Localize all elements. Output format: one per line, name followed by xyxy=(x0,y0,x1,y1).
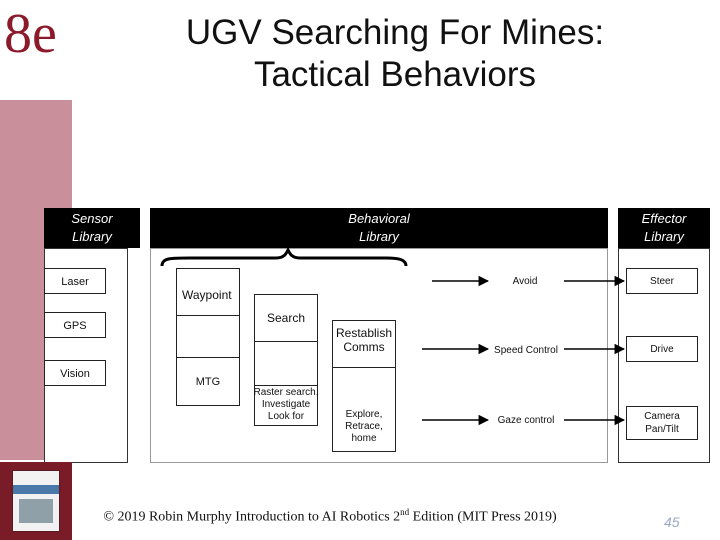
explore-label: Explore, Retrace, home xyxy=(345,409,383,444)
sensor-gps: GPS xyxy=(44,312,106,338)
raster-search-label: Raster search, Investigate Look for xyxy=(253,387,319,422)
slide-title: UGV Searching For Mines: Tactical Behavi… xyxy=(140,12,650,96)
effector-camera-label: Camera Pan/Tilt xyxy=(644,411,680,435)
effector-drive: Drive xyxy=(626,336,698,362)
effector-camera: Camera Pan/Tilt xyxy=(626,406,698,440)
effector-library-label: Effector Library xyxy=(641,211,687,244)
page-number: 45 xyxy=(664,514,680,530)
mtg-label: MTG xyxy=(195,376,221,388)
search-box xyxy=(254,294,318,426)
behavioral-library-label: Behavioral Library xyxy=(348,211,410,244)
behavioral-library-header: Behavioral Library xyxy=(150,208,608,248)
book-cover-picture xyxy=(19,499,53,523)
book-cover-band xyxy=(13,485,59,494)
footer-citation: © 2019 Robin Murphy Introduction to AI R… xyxy=(100,507,560,526)
waypoint-box xyxy=(176,268,240,406)
waypoint-divider-2 xyxy=(177,357,239,358)
search-label: Search xyxy=(266,311,306,325)
sensor-library-header: Sensor Library xyxy=(44,208,140,248)
footer-text-pre: © 2019 Robin Murphy Introduction to AI R… xyxy=(103,509,401,525)
avoid-label: Avoid xyxy=(512,276,538,287)
sensor-vision: Vision xyxy=(44,360,106,386)
sensor-laser: Laser xyxy=(44,268,106,294)
book-cover-image xyxy=(0,462,72,540)
speed-control-label: Speed Control xyxy=(494,345,558,356)
title-line-2: Tactical Behaviors xyxy=(253,55,537,94)
effector-library-header: Effector Library xyxy=(618,208,710,248)
waypoint-label: Waypoint xyxy=(182,288,232,302)
footer-text-post: Edition (MIT Press 2019) xyxy=(409,509,557,525)
gaze-control-label: Gaze control xyxy=(497,415,555,426)
book-cover-front xyxy=(12,470,60,532)
restablish-divider xyxy=(333,367,395,368)
edition-badge: 8e xyxy=(4,3,57,65)
search-divider-1 xyxy=(255,341,317,342)
restablish-comms-label: Restablish Comms xyxy=(335,326,393,354)
title-line-1: UGV Searching For Mines: xyxy=(185,13,605,52)
search-divider-2 xyxy=(255,385,317,386)
waypoint-divider-1 xyxy=(177,315,239,316)
footer-superscript: nd xyxy=(400,507,410,517)
restablish-box xyxy=(332,320,396,452)
sensor-library-label: Sensor Library xyxy=(71,211,113,244)
behavioral-brace xyxy=(160,246,408,267)
effector-steer: Steer xyxy=(626,268,698,294)
